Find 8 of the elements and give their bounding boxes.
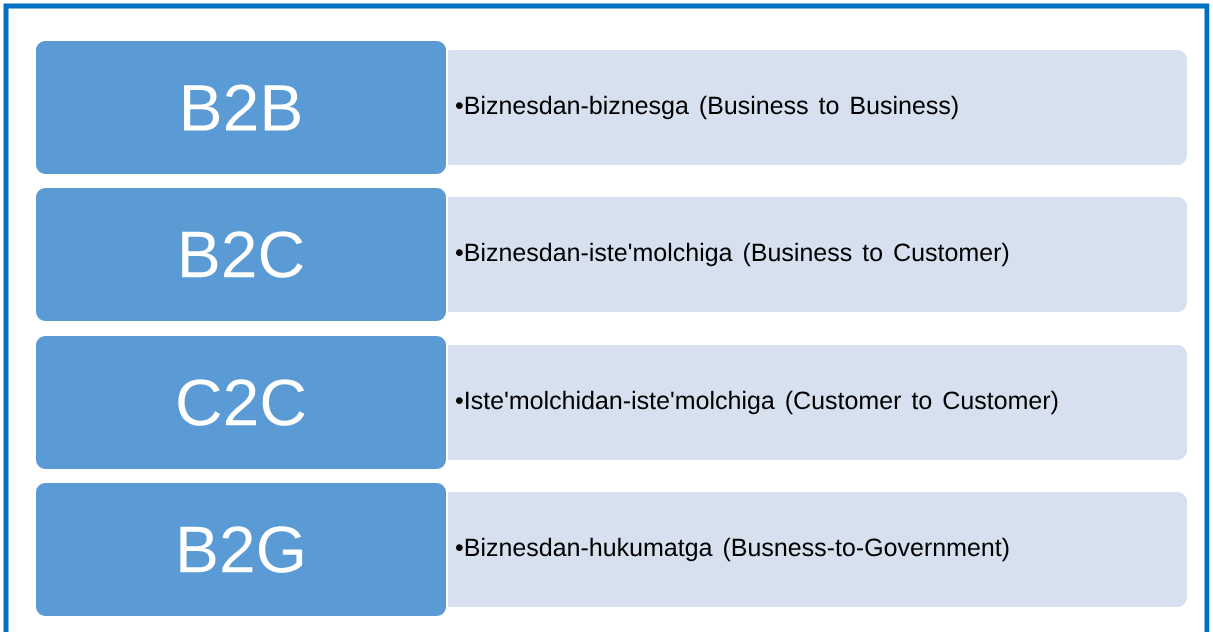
description-bar: •Iste'molchidan-iste'molchiga (Customer to Customer): [440, 345, 1187, 460]
label-tab: B2B: [34, 39, 448, 176]
label-tab: C2C: [34, 334, 448, 471]
label-tab: B2G: [34, 481, 448, 618]
label-tab: B2C: [34, 186, 448, 323]
description-bar: •Biznesdan-biznesga (Business to Business): [440, 50, 1187, 165]
description-bar: •Biznesdan-hukumatga (Busness-to-Government): [440, 492, 1187, 607]
description-bar: •Biznesdan-iste'molchiga (Business to Customer): [440, 197, 1187, 312]
